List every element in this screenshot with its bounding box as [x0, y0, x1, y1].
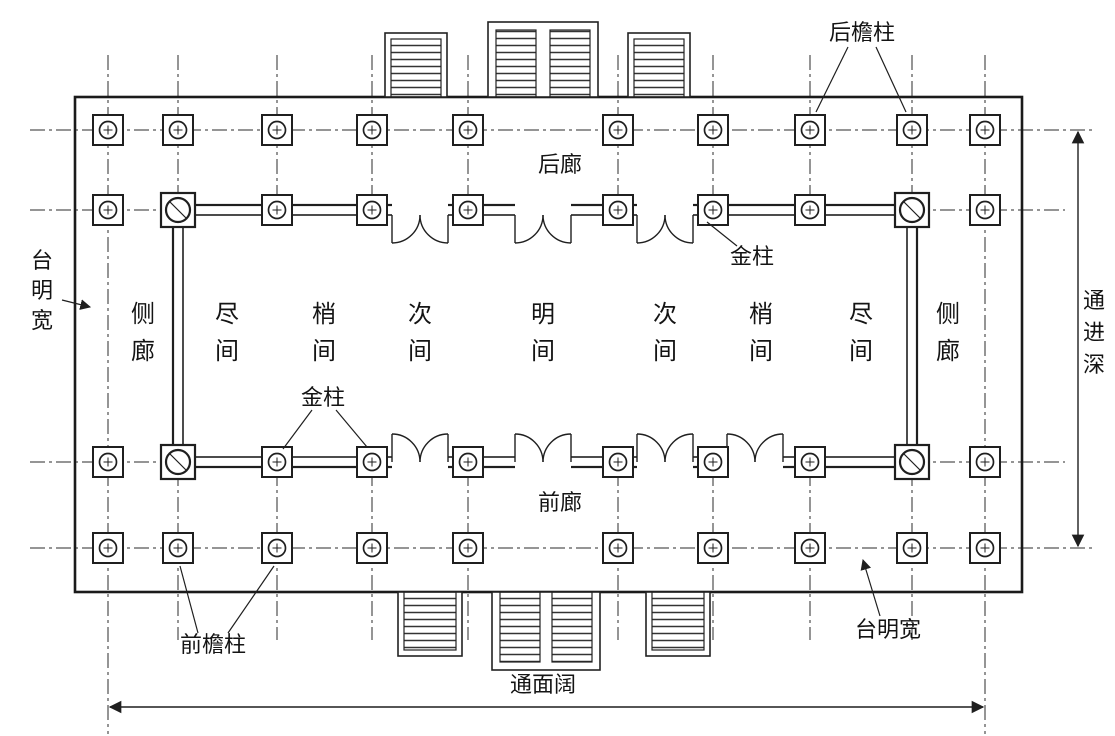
step-bottom-left [397, 591, 463, 657]
column [697, 194, 729, 226]
column [92, 532, 124, 564]
column [452, 446, 484, 478]
label-platform-width-left: 台明宽 [31, 248, 53, 333]
column [356, 532, 388, 564]
label-platform-width-bottom: 台明宽 [855, 617, 921, 642]
column [697, 446, 729, 478]
label-golden-column-rear: 金柱 [730, 244, 774, 269]
column [602, 194, 634, 226]
door-swing [636, 433, 694, 469]
column [356, 194, 388, 226]
golden-column [893, 191, 931, 229]
leader-golden-column-rear [706, 221, 738, 247]
door-swing [391, 203, 449, 244]
leader-platform-width-left [61, 299, 92, 310]
column [794, 114, 826, 146]
label-bay-central: 明间 [531, 301, 555, 365]
column [896, 114, 928, 146]
label-bay-penultimate-left: 梢间 [312, 301, 336, 365]
door-swing [391, 433, 449, 469]
label-front-eave-column: 前檐柱 [180, 632, 246, 657]
column [697, 114, 729, 146]
step-bottom-right [645, 591, 711, 657]
label-front-corridor: 前廊 [538, 490, 582, 515]
door-swing [726, 433, 784, 469]
column [794, 194, 826, 226]
leader-golden-column-front [335, 409, 368, 448]
column [452, 194, 484, 226]
leader-rear-eave-column [815, 46, 849, 113]
column [969, 446, 1001, 478]
column [162, 532, 194, 564]
label-total-facade-width: 通面阔 [510, 672, 576, 697]
column [969, 532, 1001, 564]
steps-top [384, 21, 691, 98]
label-rear-corridor: 后廊 [538, 152, 582, 177]
labels: 后檐柱 后廊 金柱 金柱 前廊 前檐柱 通面阔 台明宽 台明宽 通进深 侧廊 尽… [31, 20, 1105, 697]
column [356, 114, 388, 146]
column [92, 114, 124, 146]
column [162, 114, 194, 146]
step-top-right [627, 32, 691, 98]
column [452, 114, 484, 146]
golden-column [159, 191, 197, 229]
label-golden-column-front: 金柱 [301, 385, 345, 410]
label-bay-penultimate-right: 梢间 [749, 301, 773, 365]
column [697, 532, 729, 564]
leader-front-eave-column [227, 565, 275, 634]
label-bay-secondary-left: 次间 [408, 301, 432, 365]
hall-walls [171, 203, 919, 469]
column [794, 532, 826, 564]
column [261, 446, 293, 478]
leader-platform-width-bottom [860, 558, 881, 617]
golden-column [893, 443, 931, 481]
front-wall-doors [391, 433, 784, 469]
column [356, 446, 388, 478]
column [261, 532, 293, 564]
label-leaders [179, 46, 907, 634]
rear-wall-doors [391, 203, 694, 244]
column [896, 532, 928, 564]
column [602, 446, 634, 478]
label-bay-end-left: 尽间 [215, 301, 239, 365]
leader-golden-column-front [282, 409, 313, 450]
label-bay-side-corridor-left: 侧廊 [131, 301, 155, 365]
column [452, 532, 484, 564]
column [261, 194, 293, 226]
golden-column [159, 443, 197, 481]
column [92, 194, 124, 226]
leader-rear-eave-column [875, 46, 907, 113]
column [602, 532, 634, 564]
label-rear-eave-column: 后檐柱 [829, 20, 895, 45]
label-bay-secondary-right: 次间 [653, 301, 677, 365]
door-swing [636, 203, 694, 244]
step-bottom-center [491, 591, 601, 671]
label-bay-side-corridor-right: 侧廊 [936, 301, 960, 365]
column [602, 114, 634, 146]
steps-bottom [397, 591, 711, 671]
label-bay-end-right: 尽间 [849, 301, 873, 365]
label-total-depth: 通进深 [1083, 288, 1105, 377]
column [969, 114, 1001, 146]
door-swing [514, 433, 572, 469]
column [794, 446, 826, 478]
leader-front-eave-column [179, 565, 199, 634]
column [92, 446, 124, 478]
step-top-left [384, 32, 448, 98]
step-top-center [487, 21, 599, 98]
door-swing [514, 203, 572, 244]
column [969, 194, 1001, 226]
column [261, 114, 293, 146]
